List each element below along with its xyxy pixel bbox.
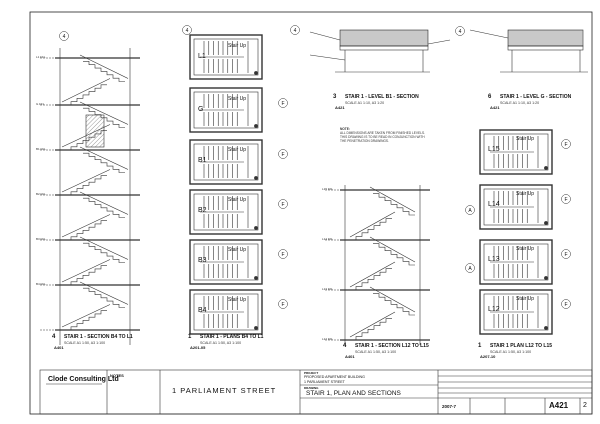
project-address: 1 PARLIAMENT STREET xyxy=(304,380,345,384)
note-line: ALL DIMENSIONS ARE TAKEN FROM FINISHED L… xyxy=(340,131,425,135)
view-scale: SCALE A1 1:50, A3 1:100 xyxy=(490,350,532,354)
view-number: 1 xyxy=(188,334,192,340)
view-title: STAIR 1 - PLANS B4 TO L1 xyxy=(200,334,264,340)
svg-text:F: F xyxy=(281,252,284,258)
stair-up-label: Stair Up xyxy=(516,136,535,142)
stair-up-label: Stair Up xyxy=(516,191,535,197)
stair-up-label: Stair Up xyxy=(228,197,247,203)
general-note: NOTE: ALL DIMENSIONS ARE TAKEN FROM FINI… xyxy=(340,127,450,143)
view-scale: SCALE A1 1:50, A3 1:100 xyxy=(64,341,106,345)
view-reference: A421 xyxy=(490,105,500,110)
svg-text:F: F xyxy=(281,101,284,107)
grid-bubbles: 4 4 4 4F F F F F F F F F A A xyxy=(59,25,571,309)
project-label: PROJECT xyxy=(304,371,319,375)
stair-up-label: Stair Up xyxy=(228,297,247,303)
view-scale: SCALE A1 1:10, A3 1:20 xyxy=(345,101,385,105)
job-number: 2007-7 xyxy=(442,404,457,409)
sheet-number: A421 xyxy=(549,401,569,410)
level-label: B2 FFL xyxy=(36,192,46,196)
room-label: L12 xyxy=(488,306,500,313)
room-label: B3 xyxy=(198,257,207,264)
level-label: G FFL xyxy=(36,102,45,106)
room-label: B4 xyxy=(198,307,207,314)
view-number: 6 xyxy=(488,94,492,100)
view-title: STAIR 1 - SECTION B4 TO L1 xyxy=(64,334,133,340)
view-reference: A421 xyxy=(335,105,345,110)
view-reference: A401 xyxy=(54,345,64,350)
room-label: L15 xyxy=(488,146,500,153)
room-label: L13 xyxy=(488,256,500,263)
view-reference: A401 xyxy=(345,354,355,359)
svg-text:4: 4 xyxy=(186,28,189,34)
svg-text:F: F xyxy=(564,252,567,258)
note-line: THIS DRAWING IS TO BE READ IN CONJUNCTIO… xyxy=(340,135,425,139)
street-title: 1 PARLIAMENT STREET xyxy=(172,386,277,395)
stair-up-label: Stair Up xyxy=(228,96,247,102)
view-number: 3 xyxy=(333,94,337,100)
level-label: L12 FFL xyxy=(322,337,334,341)
level-label: B3 FFL xyxy=(36,237,46,241)
room-label: L14 xyxy=(488,201,500,208)
view-scale: SCALE A1 1:50, A3 1:100 xyxy=(200,341,242,345)
view-title: STAIR 1 - LEVEL B1 - SECTION xyxy=(345,94,419,100)
section-l12-to-l15 xyxy=(325,185,430,345)
drawing-title: STAIR 1, PLAN AND SECTIONS xyxy=(306,390,401,397)
section-b4-to-l1 xyxy=(40,48,140,345)
note-line: THE PENETRATION DRAWINGS. xyxy=(340,139,389,143)
stair-up-label: Stair Up xyxy=(228,147,247,153)
stair-up-label: Stair Up xyxy=(516,296,535,302)
view-scale: SCALE A1 1:10, A3 1:20 xyxy=(500,101,540,105)
level-label: L14 FFL xyxy=(322,237,334,241)
note-title: NOTE: xyxy=(340,127,350,131)
svg-text:4: 4 xyxy=(459,29,462,35)
view-reference: A207-10 xyxy=(480,354,496,359)
svg-text:A: A xyxy=(468,208,472,214)
room-label: B1 xyxy=(198,157,207,164)
level-label: L1 FFL xyxy=(36,55,46,59)
level-label: B1 FFL xyxy=(36,147,46,151)
company-name: Clode Consulting Ltd xyxy=(48,376,119,383)
svg-text:F: F xyxy=(564,142,567,148)
level-label: L15 FFL xyxy=(322,187,334,191)
view-number: 1 xyxy=(478,343,482,349)
level-label: B4 FFL xyxy=(36,282,46,286)
room-label: L1 xyxy=(198,53,206,60)
notes-label: NOTES xyxy=(110,373,124,378)
view-scale: SCALE A1 1:50, A3 1:100 xyxy=(355,350,397,354)
svg-text:4: 4 xyxy=(63,34,66,40)
room-label: G xyxy=(198,106,204,113)
stair-up-label: Stair Up xyxy=(228,43,247,49)
room-label: B2 xyxy=(198,207,207,214)
level-g-section-detail xyxy=(469,29,588,73)
project-name: PROPOSED APARTMENT BUILDING xyxy=(304,375,365,379)
title-block xyxy=(39,369,593,415)
svg-text:F: F xyxy=(564,197,567,203)
svg-text:A: A xyxy=(468,266,472,272)
view-title: STAIR 1 - SECTION L12 TO L15 xyxy=(355,343,429,349)
view-title: STAIR 1 - LEVEL G - SECTION xyxy=(500,94,572,100)
view-number: 4 xyxy=(52,334,56,340)
drawing-label: DRAWING xyxy=(304,386,319,390)
stair-up-label: Stair Up xyxy=(228,247,247,253)
svg-text:4: 4 xyxy=(294,28,297,34)
svg-text:F: F xyxy=(281,302,284,308)
stair-up-label: Stair Up xyxy=(516,246,535,252)
svg-text:F: F xyxy=(281,202,284,208)
plans-b4-to-l1 xyxy=(189,34,263,335)
level-b1-section-detail xyxy=(309,29,451,73)
svg-text:F: F xyxy=(564,302,567,308)
view-reference: A201-05 xyxy=(190,345,206,350)
svg-text:F: F xyxy=(281,152,284,158)
plans-l12-to-l15 xyxy=(479,129,553,335)
view-title: STAIR 1 PLAN L12 TO L15 xyxy=(490,343,553,349)
revision-number: 2 xyxy=(583,402,587,409)
view-number: 4 xyxy=(343,343,347,349)
level-label: L13 FFL xyxy=(322,287,334,291)
